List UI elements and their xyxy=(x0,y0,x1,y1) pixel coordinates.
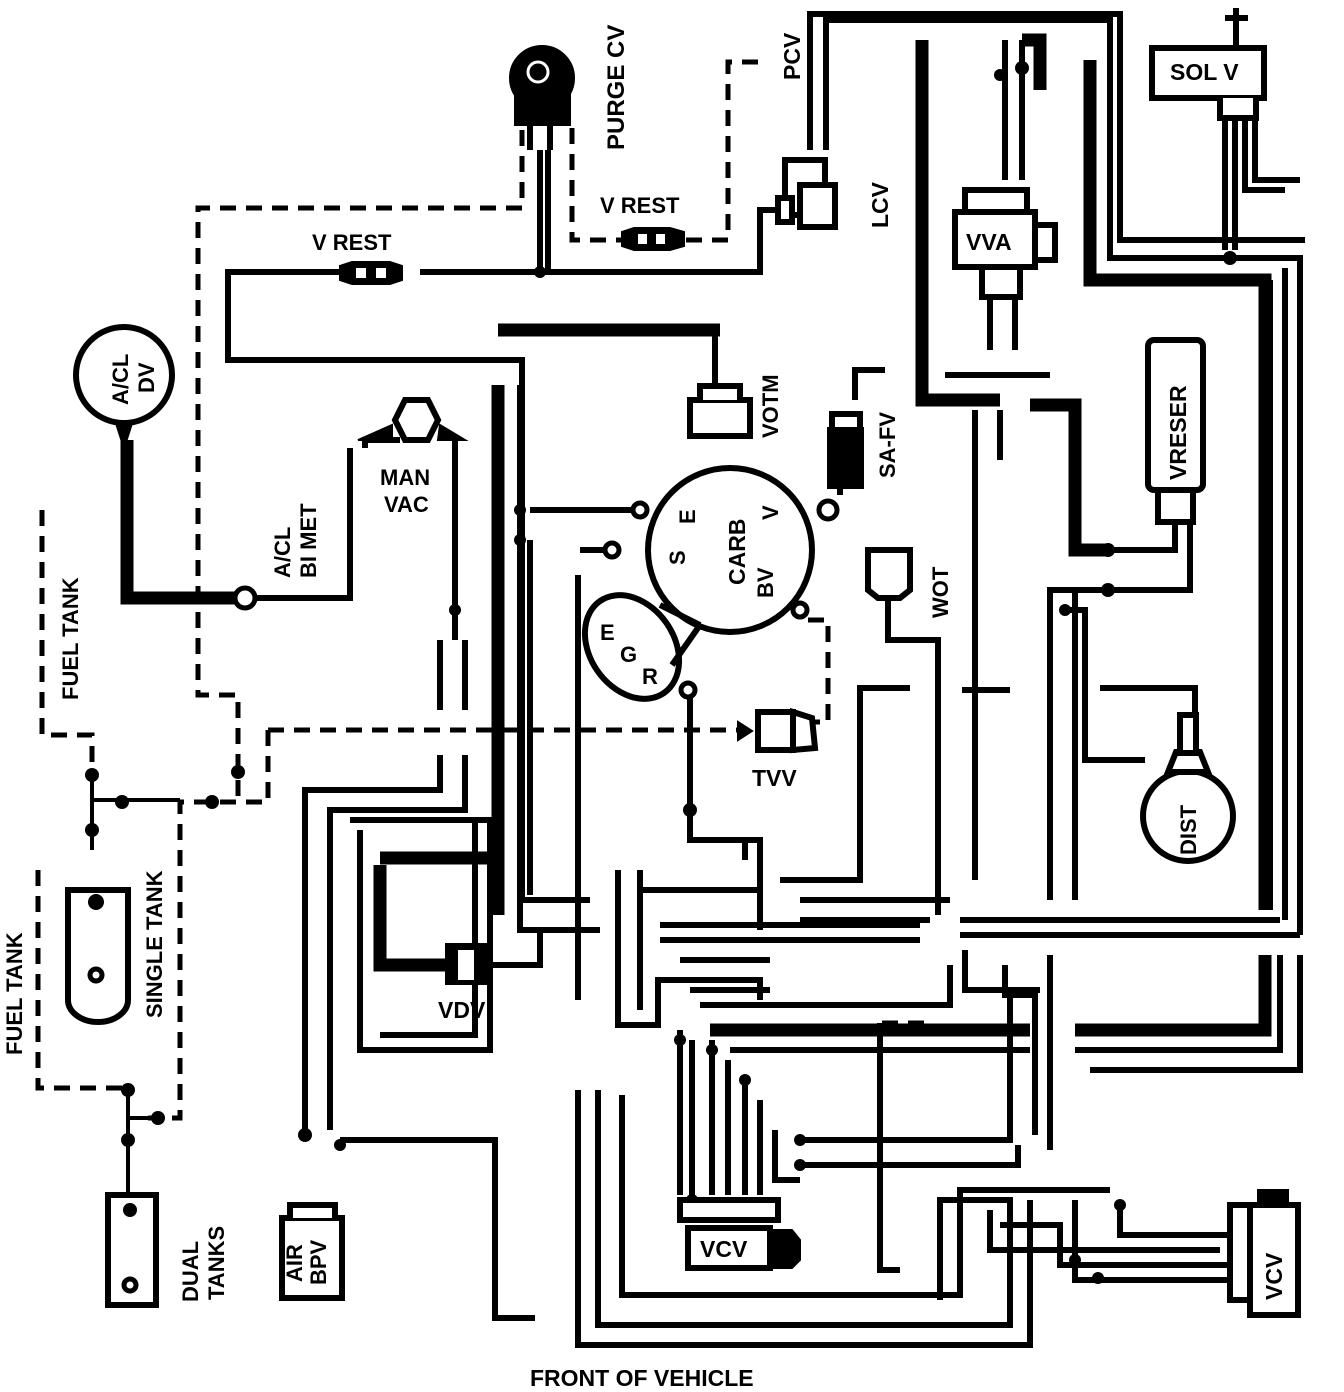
purge-cv xyxy=(509,45,575,150)
vcv-right-valve xyxy=(1227,1189,1301,1318)
sol-v-solenoid xyxy=(1149,8,1267,121)
tvv-valve xyxy=(737,707,819,754)
vreser-label: VRESER xyxy=(1165,385,1191,480)
v-rest-left-label: V REST xyxy=(312,230,392,255)
labels: PURGE CV PCV SOL V V REST V REST LCV VVA… xyxy=(2,25,1287,1391)
dist-label: DIST xyxy=(1176,804,1201,855)
lcv-label: LCV xyxy=(867,181,893,228)
v-rest-right-label: V REST xyxy=(600,193,680,218)
single-tank-canister xyxy=(65,887,131,1025)
carb-label: CARB xyxy=(724,519,750,585)
fuel-tank-lower-label: FUEL TANK xyxy=(2,932,27,1055)
carburetor xyxy=(602,465,815,635)
purge-cv-label: PURGE CV xyxy=(603,25,630,150)
air-bpv-label-2: BPV xyxy=(306,1239,331,1285)
vdv-valve xyxy=(445,943,487,985)
sa-fv-valve xyxy=(816,411,864,522)
vdv-label: VDV xyxy=(438,997,486,1023)
sa-fv-label: SA-FV xyxy=(875,412,900,478)
tvv-label: TVV xyxy=(752,765,797,791)
acl-dv-valve xyxy=(73,324,175,452)
v-rest-left xyxy=(339,261,403,285)
air-bpv-valve xyxy=(279,1202,345,1301)
man-vac-label-1: MAN xyxy=(380,465,430,490)
pcv-label: PCV xyxy=(779,32,805,80)
carb-e-label: E xyxy=(675,509,700,524)
vreser-reservoir xyxy=(1145,337,1206,525)
air-bpv-label-1: AIR xyxy=(282,1244,307,1282)
dual-tanks-label-1: DUAL xyxy=(178,1241,203,1302)
carb-bv-label: BV xyxy=(753,567,778,598)
votm-actuator xyxy=(687,383,753,439)
junction-dots xyxy=(85,61,1237,1284)
acl-bimet-label-1: A/CL xyxy=(270,527,295,578)
egr-r-label: R xyxy=(642,664,658,689)
dual-tanks-label-2: TANKS xyxy=(204,1226,229,1300)
egr-valve xyxy=(581,592,703,702)
egr-e-label: E xyxy=(600,620,615,645)
man-vac-fitting xyxy=(357,397,469,443)
vva-valve xyxy=(952,187,1058,300)
votm-label: VOTM xyxy=(758,374,783,438)
wot-label: WOT xyxy=(928,566,953,618)
sol-v-label: SOL V xyxy=(1170,59,1239,85)
man-vac-label-2: VAC xyxy=(384,492,429,517)
vcv-bottom-valve xyxy=(677,1197,801,1271)
v-rest-right xyxy=(621,227,685,251)
acl-bimet-port xyxy=(232,585,258,611)
front-of-vehicle-label: FRONT OF VEHICLE xyxy=(530,1365,754,1391)
dual-tanks-canister xyxy=(105,1192,159,1308)
vacuum-hoses xyxy=(90,11,1305,1348)
carb-s-label: S xyxy=(665,550,690,565)
fuel-tank-upper-label: FUEL TANK xyxy=(58,577,83,700)
lcv-valve xyxy=(775,157,838,230)
vcv-bottom-label: VCV xyxy=(700,1236,748,1262)
acl-dv-label-1: A/CL xyxy=(108,354,133,405)
egr-g-label: G xyxy=(620,642,637,667)
wot-switch xyxy=(865,547,913,601)
distributor xyxy=(1140,712,1236,864)
vva-label: VVA xyxy=(966,229,1012,255)
carb-v-label: V xyxy=(758,505,783,520)
acl-bimet-label-2: BI MET xyxy=(296,503,321,578)
vcv-right-label: VCV xyxy=(1261,1252,1287,1300)
single-tank-label: SINGLE TANK xyxy=(142,870,167,1018)
acl-dv-label-2: DV xyxy=(134,362,159,393)
